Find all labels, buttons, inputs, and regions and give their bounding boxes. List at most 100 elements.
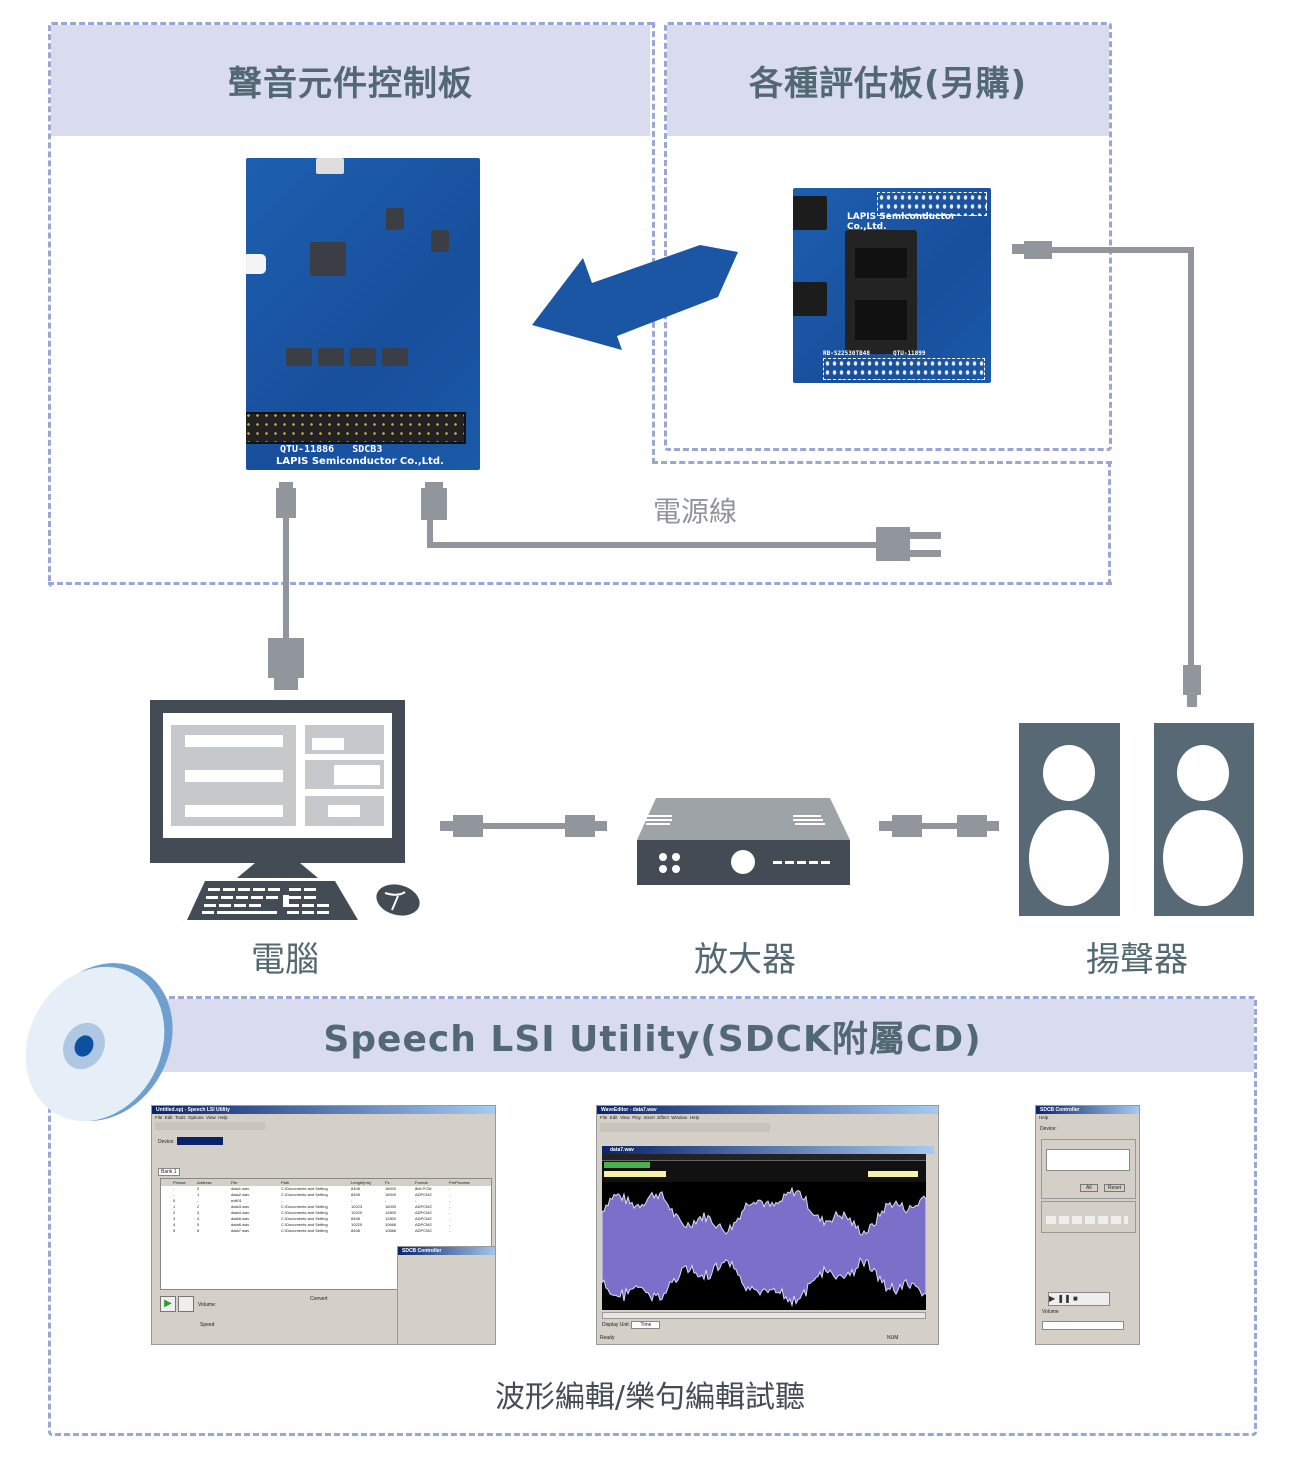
table-cell: 10666 [385,1228,397,1233]
table-cell: ADPCM2 [415,1192,432,1197]
pin-header [823,358,985,380]
table-cell: C:\Documents and Setting [281,1222,328,1227]
utility-bank-tab: Bank 1 [158,1168,180,1176]
table-cell: 5 [197,1222,200,1227]
controller-volume-label: Volume [1042,1309,1059,1315]
table-cell: 2 [173,1210,176,1215]
utility-screenshot: Untitled.spj - Speech LSI Utility File E… [151,1105,496,1345]
table-cell: 16000 [385,1186,397,1191]
wave-editor-title-bar: WaveEditor - data7.wav [597,1106,938,1114]
table-cell: 16000 [385,1192,397,1197]
control-board-maker: LAPIS Semiconductor Co.,Ltd. [276,456,444,467]
data-flow-arrow [532,245,738,350]
waveform [602,1186,926,1308]
table-cell: 12800 [385,1210,397,1215]
table-cell: - [385,1198,387,1203]
table-cell: 3 [173,1216,176,1221]
usb-connector [316,158,344,174]
table-cell: - [449,1186,451,1191]
stop-button [178,1296,194,1312]
mcu-chip [310,242,346,276]
evaluation-boards-panel [664,22,1112,451]
table-row: 0-edit01----- [161,1198,491,1204]
utility-device-select [177,1137,223,1145]
table-cell: ADPCM2 [415,1204,432,1209]
waveform-display [602,1182,926,1310]
speaker-cable [1012,241,1201,707]
table-cell: 10220 [351,1222,363,1227]
power-cable [421,482,941,561]
table-cell: - [351,1198,353,1203]
ic-chip [350,348,376,366]
cd-disc-icon [25,963,173,1122]
evaluation-board-maker: LAPIS Semiconductor Co.,Ltd. [847,212,956,232]
table-cell: ADPCM2 [415,1210,432,1215]
table-cell: - [449,1222,451,1227]
audio-jack [793,282,827,316]
control-board-image: QTU-11886 SDCB3 LAPIS Semiconductor Co.,… [246,158,480,470]
play-button: ▶ [160,1296,176,1312]
table-cell: data6.wav [231,1222,250,1227]
table-cell: C:\Documents and Setting [281,1210,328,1215]
table-cell: data7.wav [231,1228,250,1233]
table-cell: - [281,1198,283,1203]
table-cell: 1 [197,1192,200,1197]
controller-device-label: Device: [1040,1126,1057,1132]
table-cell: 4 [173,1222,176,1227]
table-cell: 8408 [351,1228,360,1233]
speakers-label: 揚聲器 [1086,940,1188,980]
table-row: 2 3 data4.wav C:\Documents and Setting 10220… [161,1210,491,1216]
usb-cable [268,482,304,690]
ic-chip [431,230,449,252]
software-cd-title: Speech LSI Utility(SDCK附屬CD) [51,999,1254,1072]
table-cell: - [449,1192,451,1197]
table-cell: 0 [173,1198,176,1203]
table-cell: data1.wav [231,1186,250,1191]
table-cell: - [449,1198,451,1203]
table-cell: C:\Documents and Setting [281,1216,328,1221]
audio-jack [793,196,827,230]
controller-screenshot: SDCB Controller Help Device: All Reset ▶… [1035,1105,1140,1345]
controller-title-bar: SDCB Controller [1036,1106,1139,1114]
evaluation-board-image: LAPIS Semiconductor Co.,Ltd. RB-S22530TB… [793,188,991,383]
table-cell: data4.wav [231,1210,250,1215]
panel-divider [652,22,655,464]
table-cell: - [449,1216,451,1221]
table-cell: ADPCM2 [415,1228,432,1233]
evaluation-boards-title: 各種評估板(另購) [667,25,1109,136]
display-unit-label: Display Unit: Time [602,1321,661,1329]
controller-reset-button: Reset [1104,1184,1126,1192]
table-cell: data3.wav [231,1204,250,1209]
chip-socket [845,230,917,354]
utility-menu: File Edit Tools Options View Help [155,1115,228,1120]
table-cell: data5.wav [231,1216,250,1221]
num-indicator: NUM [887,1335,899,1341]
table-cell: 10666 [385,1222,397,1227]
ic-chip [318,348,344,366]
table-cell: ADPCM2 [415,1216,432,1221]
table-cell: 8408 [351,1192,360,1197]
table-cell: 3 [197,1210,200,1215]
table-cell: 4 [197,1216,200,1221]
wave-editor-status: Ready [600,1335,615,1341]
table-cell: 8bit PCM [415,1186,432,1191]
wave-editor-menu: File Edit View Play Insert Effect Window… [600,1115,700,1120]
power-cable-label: 電源線 [652,495,737,528]
software-cd-panel [48,996,1257,1436]
table-cell: - [197,1198,199,1203]
amplifier-icon [637,798,850,885]
wave-editor-screenshot: WaveEditor - data7.wav File Edit View Pl… [596,1105,939,1345]
table-cell: 10220 [351,1210,363,1215]
controller-menu: Help [1039,1115,1049,1120]
audio-cable-pc-amp [440,815,607,837]
utility-device-label: Device: [158,1139,175,1145]
table-cell: C:\Documents and Setting [281,1228,328,1233]
utility-table-header: Phrase Address File Path Length[ms] Fs F… [161,1179,491,1186]
